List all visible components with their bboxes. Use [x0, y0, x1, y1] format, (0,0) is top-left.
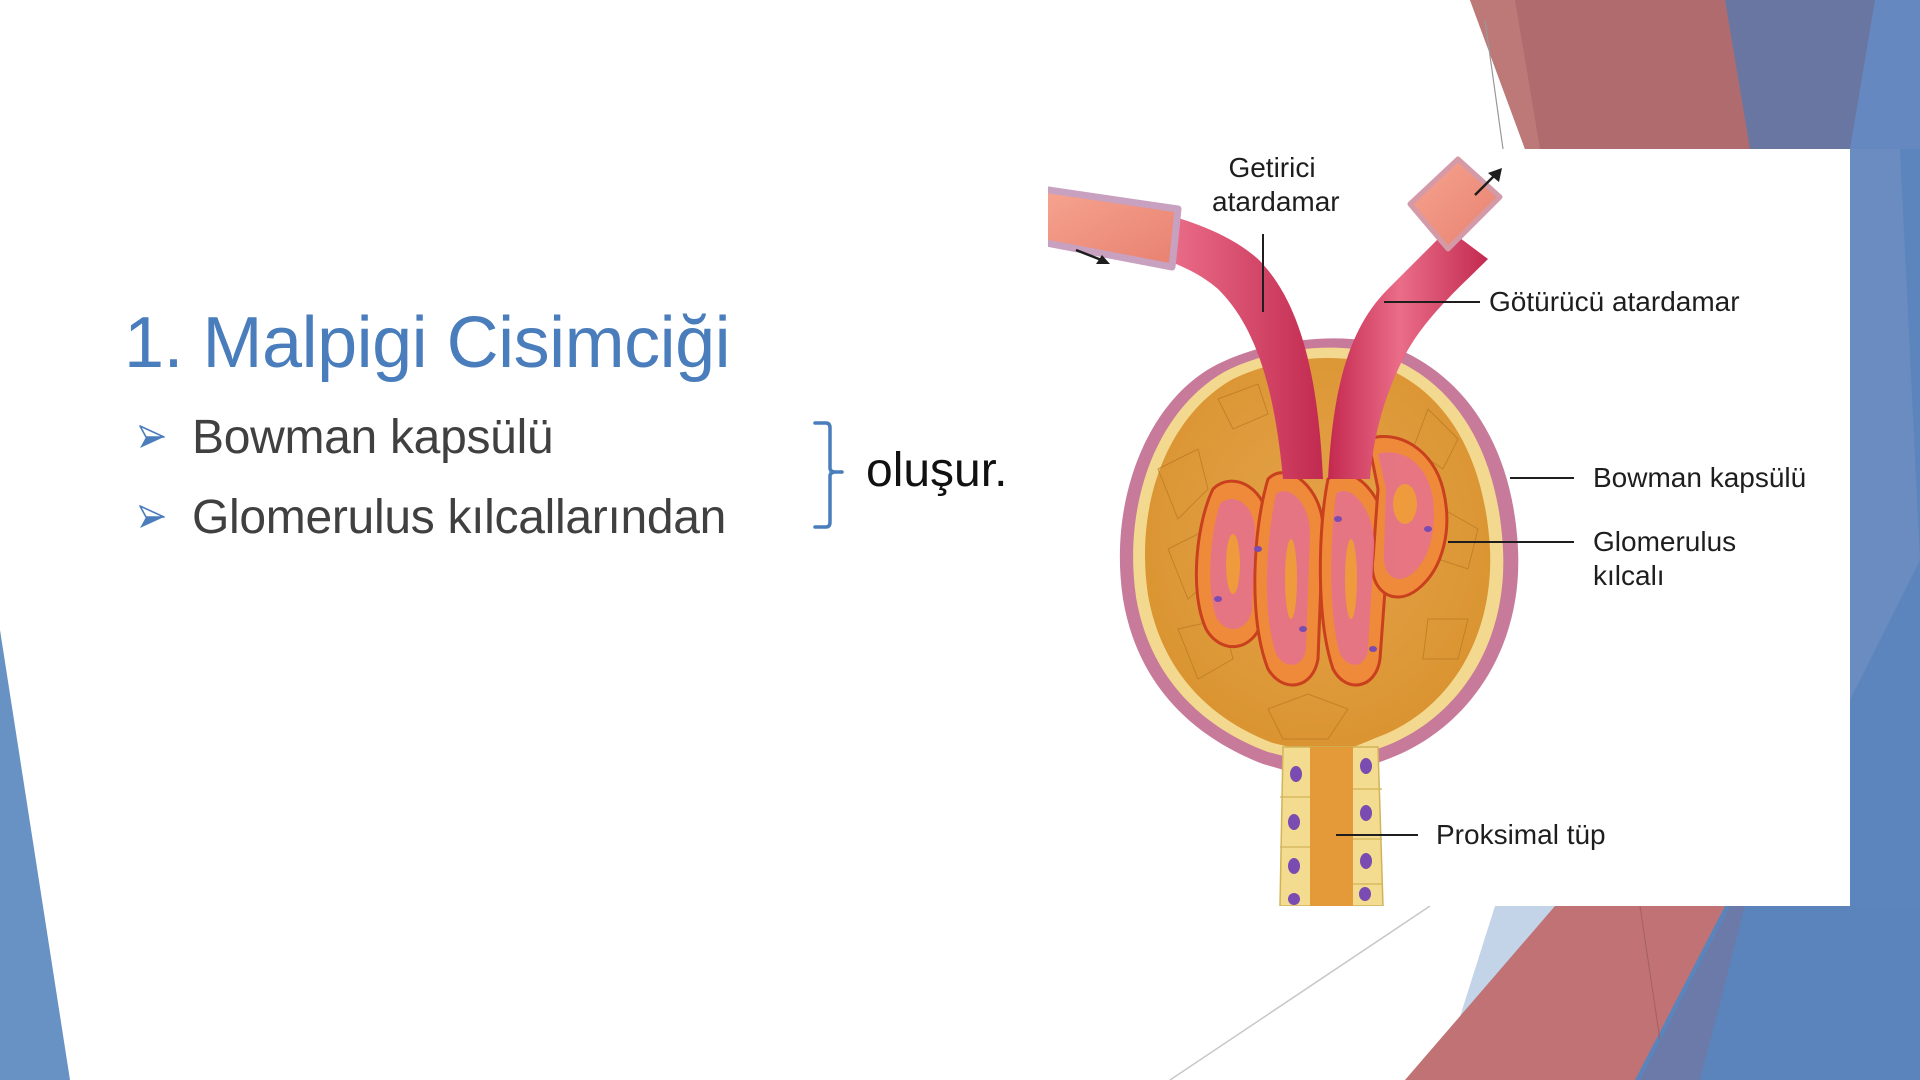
bullet-item-glomerulus: Glomerulus kılcallarından [138, 487, 726, 547]
label-glomerulus-capillary: Glomerulus kılcalı [1593, 525, 1736, 593]
bullet-text: Bowman kapsülü [192, 410, 554, 464]
label-afferent-arteriole: Getirici atardamar [1212, 151, 1340, 219]
arrowhead-bullet-icon [139, 505, 165, 528]
label-efferent-arteriole: Götürücü atardamar [1489, 286, 1740, 317]
label-glomerulus-line1: Glomerulus [1593, 526, 1737, 557]
decor-thin-line-bottom [1169, 905, 1431, 1080]
bullet-text: Glomerulus kılcallarından [192, 490, 727, 544]
label-afferent-line2: atardamar [1212, 186, 1340, 217]
label-afferent-line1: Getirici [1228, 152, 1316, 183]
decor-thin-line-top [1484, 19, 1504, 150]
arrowhead-bullet-icon [139, 425, 165, 448]
corpuscle-illustration [1048, 156, 1574, 906]
decor-slate-top [1725, 0, 1880, 149]
label-bowman-capsule: Bowman kapsülü [1593, 462, 1807, 493]
right-brace-icon [813, 421, 844, 529]
decor-red-top [1470, 0, 1760, 149]
label-proximal-tubule: Proksimal tüp [1436, 819, 1606, 850]
label-glomerulus-line2: kılcalı [1593, 560, 1665, 591]
blood-flow-out-arrow-icon [1474, 168, 1502, 196]
blood-flow-in-arrow-icon [1075, 248, 1110, 264]
decor-red-bottom [1405, 906, 1730, 1080]
decor-blue-left [0, 630, 70, 1080]
decor-slate-bottom [1640, 906, 1745, 1080]
slide-title: 1. Malpigi Cisimciği [124, 303, 731, 383]
decor-blue-mid-light [1850, 149, 1920, 700]
bullet-item-bowman: Bowman kapsülü [138, 407, 554, 467]
malpighian-corpuscle-figure: Getirici atardamar Götürücü atardamar Bo… [1048, 149, 1850, 906]
brace-conclusion-text: oluşur. [866, 444, 1008, 497]
